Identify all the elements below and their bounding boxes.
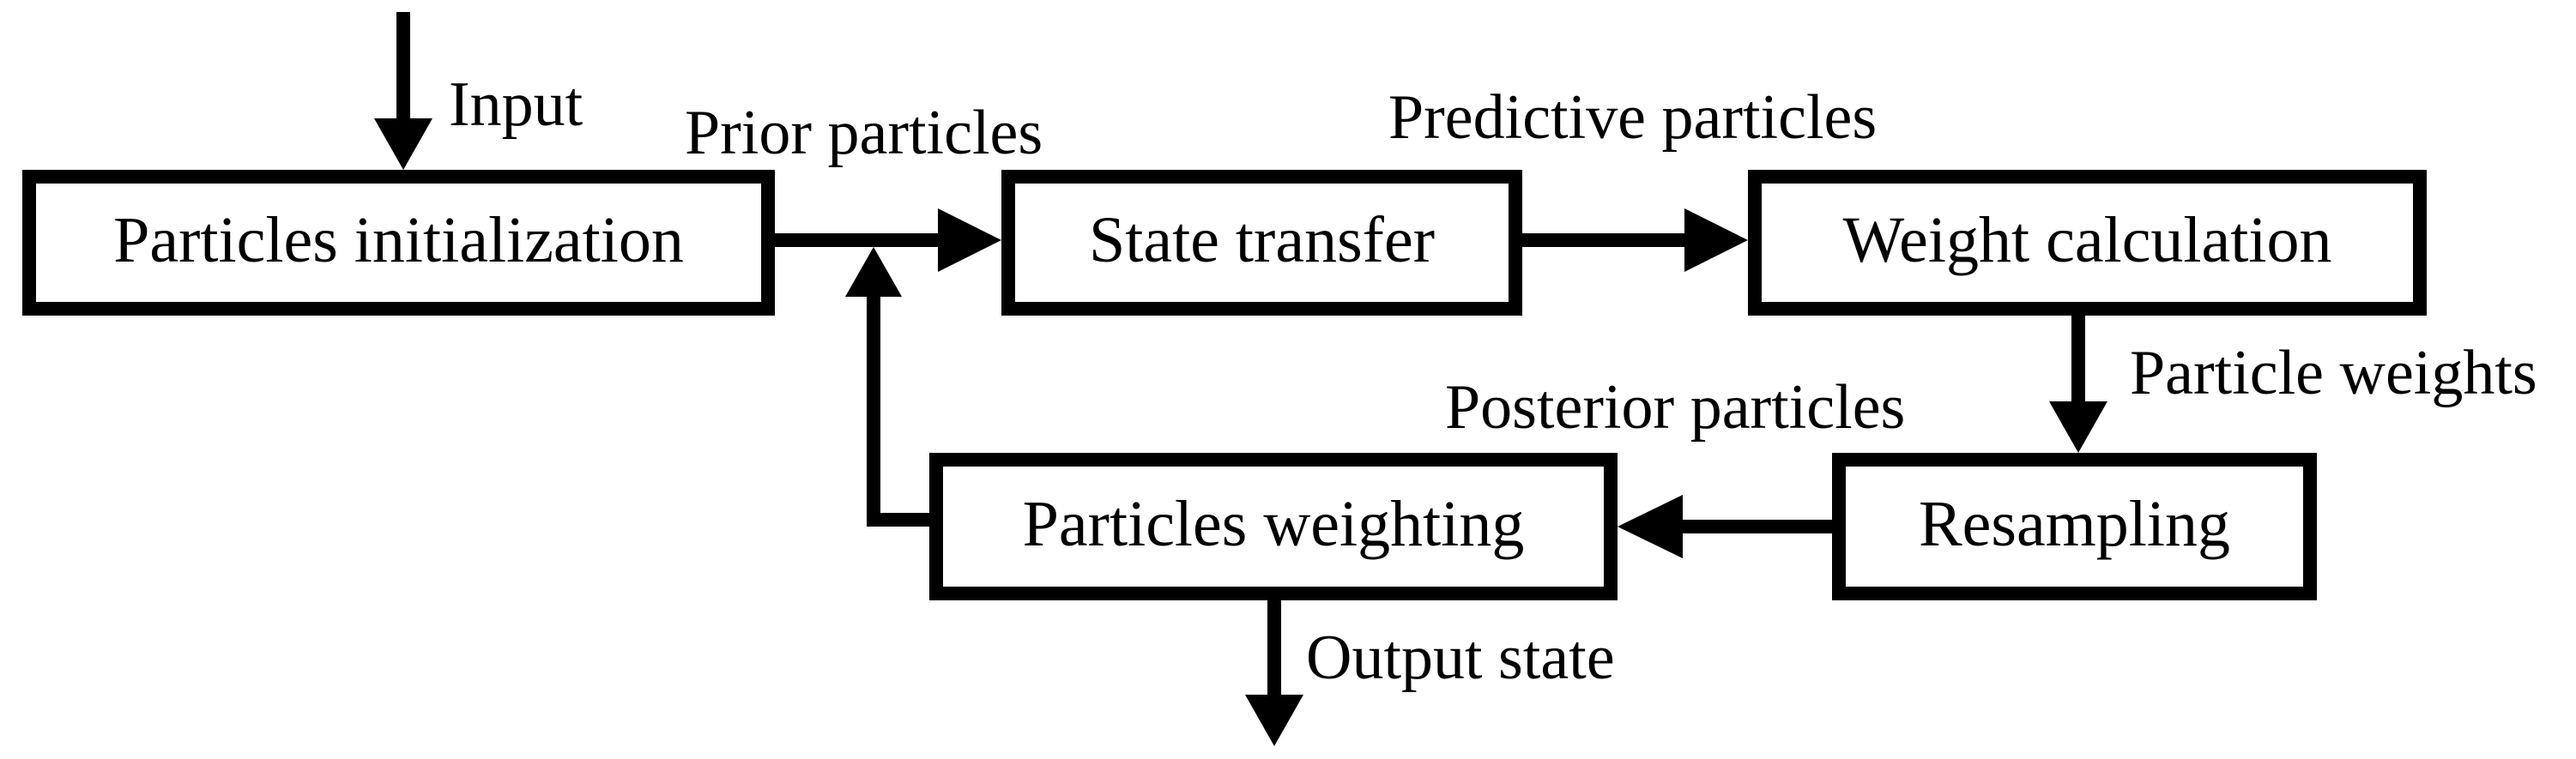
node-state-transfer: State transfer [1001, 170, 1522, 316]
node-weight-calculation-label: Weight calculation [1842, 204, 2332, 276]
node-particles-weighting: Particles weighting [929, 453, 1618, 600]
predictive-particles-arrowhead-right-icon [1684, 208, 1748, 272]
edge-label-input: Input [449, 69, 584, 140]
edge-label-predictive-particles: Predictive particles [1388, 82, 1878, 153]
edge-label-posterior-particles: Posterior particles [1445, 372, 1906, 443]
feedback-arrowhead-up-icon [845, 247, 902, 297]
output-state-arrow-line [1267, 600, 1281, 696]
node-resampling: Resampling [1832, 453, 2317, 600]
edge-label-particle-weights: Particle weights [2130, 338, 2537, 408]
node-state-transfer-label: State transfer [1088, 204, 1436, 276]
input-arrow-line [396, 12, 410, 123]
predictive-particles-connector-line [1522, 233, 1686, 247]
node-resampling-label: Resampling [1918, 488, 2231, 560]
particle-weights-arrowhead-down-icon [2049, 401, 2107, 453]
output-state-arrowhead-down-icon [1245, 695, 1303, 746]
node-particles-initialization-label: Particles initialization [113, 204, 684, 276]
edge-label-output-state: Output state [1306, 623, 1615, 693]
edge-label-prior-particles: Prior particles [685, 98, 1043, 168]
feedback-horizontal-line [867, 513, 931, 527]
posterior-particles-connector-line [1681, 520, 1832, 533]
node-weight-calculation: Weight calculation [1748, 170, 2427, 316]
input-arrowhead-down-icon [374, 118, 432, 170]
node-particles-initialization: Particles initialization [22, 170, 775, 316]
feedback-vertical-line [867, 293, 880, 527]
prior-particles-arrowhead-right-icon [938, 208, 1001, 272]
posterior-particles-arrowhead-left-icon [1618, 495, 1683, 558]
prior-particles-connector-line [775, 233, 940, 247]
particle-weights-connector-line [2071, 316, 2085, 403]
node-particles-weighting-label: Particles weighting [1022, 488, 1525, 560]
